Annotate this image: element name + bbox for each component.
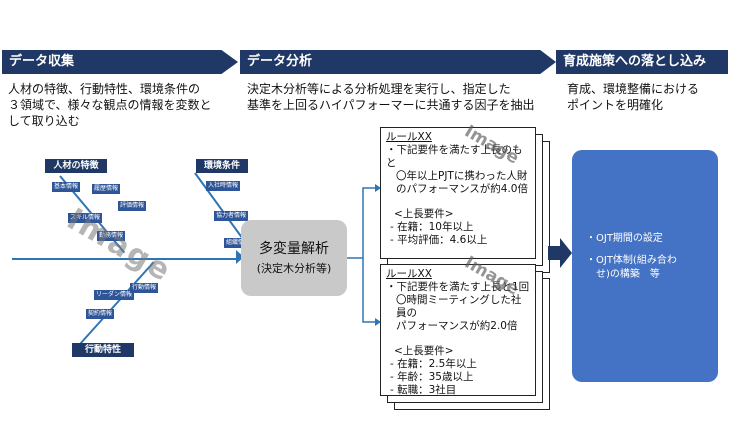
fishbone-sub-box: スキル情報 <box>68 213 103 223</box>
fishbone-sub-box: 協力者情報 <box>214 211 249 221</box>
branch-arrows <box>347 184 381 326</box>
rule-line: のパフォーマンスが約4.0倍 <box>396 183 528 195</box>
rule-card: ルールXX ・下記要件を満たす上長と1回 〇時間ミーティングした社員の パフォー… <box>380 264 536 396</box>
ojt-measures-box: ・OJT期間の設定 ・OJT体制(組み合わ せ)の構築 等 <box>572 150 718 382</box>
fishbone-sub-box: 組織情報 <box>224 238 253 248</box>
rule-req: - 転職：3社目 <box>390 384 457 396</box>
rule-line: 〇時間ミーティングした社員の <box>396 294 522 319</box>
fishbone-sub-box: リーダン情報 <box>94 290 135 300</box>
apply-description: 育成、環境整備における ポイントを明確化 <box>567 82 700 112</box>
fishbone-personal-label: 人材の特徴 <box>45 159 107 173</box>
fishbone-sub-box: 評価情報 <box>118 201 147 211</box>
rule-req: - 在籍：2.5年以上 <box>390 358 477 370</box>
fishbone-sub-box: 入社時情報 <box>206 181 241 191</box>
fishbone-sub-box: 勤務情報 <box>97 231 126 241</box>
fishbone-spine <box>12 258 240 260</box>
rule-req-title: <上長要件> <box>394 208 454 220</box>
ojt-item: ・OJT体制(組み合わ <box>586 255 677 266</box>
rule-line: ・下記要件を満たす上長と1回 <box>386 281 530 293</box>
header-data-analysis: データ分析 <box>240 50 556 74</box>
fishbone-environment-label: 環境条件 <box>196 159 248 173</box>
rule-title: ルールXX <box>386 268 432 280</box>
multivariate-analysis-box: 多変量解析 (決定木分析等) <box>241 220 347 296</box>
ojt-item: せ)の構築 等 <box>596 269 660 280</box>
rule-card: ルールXX ・下記要件を満たす上長のもと 〇年以上PJTに携わった人財 のパフォ… <box>380 127 536 259</box>
fishbone-sub-box: 基本情報 <box>52 182 81 192</box>
ojt-item: ・OJT期間の設定 <box>586 233 663 244</box>
header-apply-measures: 育成施策への落とし込み <box>556 50 728 74</box>
fishbone-behavior-label: 行動特性 <box>72 343 134 357</box>
rule-title: ルールXX <box>386 131 432 143</box>
arrow-icon <box>236 250 244 264</box>
arrow-icon <box>548 238 572 268</box>
header-data-collection: データ収集 <box>2 50 238 74</box>
rule-req: - 在籍：10年以上 <box>390 221 474 233</box>
arrow-icon <box>375 318 381 326</box>
rule-req: - 平均評価：4.6以上 <box>390 234 488 246</box>
rule-req-title: <上長要件> <box>394 345 454 357</box>
rule-line: 〇年以上PJTに携わった人財 <box>396 170 528 182</box>
analyze-description: 決定木分析等による分析処理を実行し、指定した 基準を上回るハイパフォーマーに共通… <box>247 82 535 112</box>
arrow-icon <box>375 184 381 192</box>
rule-req: - 年齢：35歳以上 <box>390 371 474 383</box>
fishbone-sub-box: 契約情報 <box>86 309 115 319</box>
fishbone-sub-box: 履歴情報 <box>92 184 121 194</box>
image-watermark: Image <box>60 201 178 290</box>
mva-title: 多変量解析 <box>259 241 329 257</box>
rule-line: ・下記要件を満たす上長のもと <box>386 144 523 169</box>
fishbone-sub-box: 行動情報 <box>130 283 159 293</box>
mva-subtitle: (決定木分析等) <box>256 262 332 275</box>
collect-description: 人材の特徴、行動特性、環境条件の ３領域で、様々な観点の情報を変数と して取り込… <box>8 82 212 128</box>
rule-line: パフォーマンスが約2.0倍 <box>396 320 518 332</box>
